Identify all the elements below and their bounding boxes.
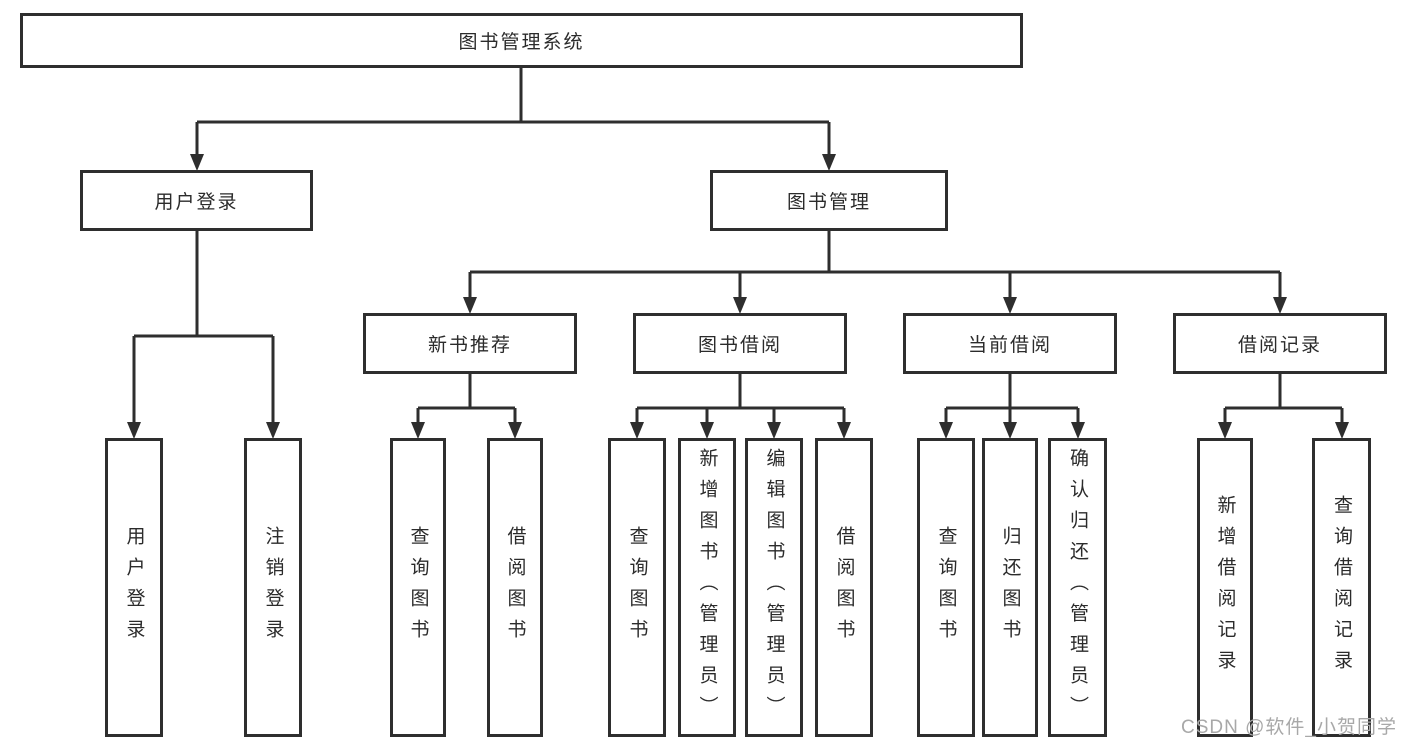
node-label: 查询借阅记录 (1331, 494, 1352, 681)
leaf-confirm-return-admin: 确认归还（管理员） (1048, 438, 1107, 737)
node-user-login: 用户登录 (80, 170, 313, 231)
node-label: 新书推荐 (427, 335, 512, 356)
node-root-system: 图书管理系统 (20, 13, 1023, 68)
leaf-return-books: 归还图书 (982, 438, 1038, 737)
node-label: 用户登录 (123, 525, 145, 650)
node-label: 新增图书（管理员） (696, 448, 718, 727)
leaf-borrow-books: 借阅图书 (487, 438, 543, 737)
leaf-query-books: 查询图书 (608, 438, 666, 737)
node-label: 借阅记录 (1237, 335, 1322, 356)
leaf-add-borrow-record: 新增借阅记录 (1197, 438, 1253, 737)
node-label: 当前借阅 (967, 335, 1052, 356)
node-label: 用户登录 (154, 192, 239, 213)
node-label: 借阅图书 (504, 525, 526, 650)
csdn-watermark: CSDN @软件_小贺同学 (1181, 717, 1397, 738)
leaf-query-borrow-record: 查询借阅记录 (1312, 438, 1371, 737)
node-label: 新增借阅记录 (1214, 494, 1236, 681)
leaf-user-login: 用户登录 (105, 438, 163, 737)
node-current-borrow: 当前借阅 (903, 313, 1117, 374)
node-label: 注销登录 (262, 525, 284, 650)
node-label: 图书借阅 (697, 335, 782, 356)
node-label: 图书管理 (786, 192, 871, 213)
leaf-edit-books-admin: 编辑图书（管理员） (745, 438, 803, 737)
node-book-management: 图书管理 (710, 170, 948, 231)
node-book-borrow: 图书借阅 (633, 313, 847, 374)
node-label: 归还图书 (999, 525, 1021, 650)
node-label: 查询图书 (626, 525, 648, 650)
node-label: 查询图书 (407, 525, 429, 650)
leaf-add-books-admin: 新增图书（管理员） (678, 438, 736, 737)
node-label: 借阅图书 (833, 525, 855, 650)
node-label: 查询图书 (935, 525, 957, 650)
node-borrow-records: 借阅记录 (1173, 313, 1387, 374)
node-label: 编辑图书（管理员） (763, 448, 785, 727)
leaf-query-books: 查询图书 (917, 438, 975, 737)
leaf-borrow-books: 借阅图书 (815, 438, 873, 737)
node-label: 图书管理系统 (458, 32, 585, 53)
leaf-logout: 注销登录 (244, 438, 302, 737)
node-label: 确认归还（管理员） (1067, 448, 1088, 727)
node-new-book-recommend: 新书推荐 (363, 313, 577, 374)
leaf-query-books: 查询图书 (390, 438, 446, 737)
